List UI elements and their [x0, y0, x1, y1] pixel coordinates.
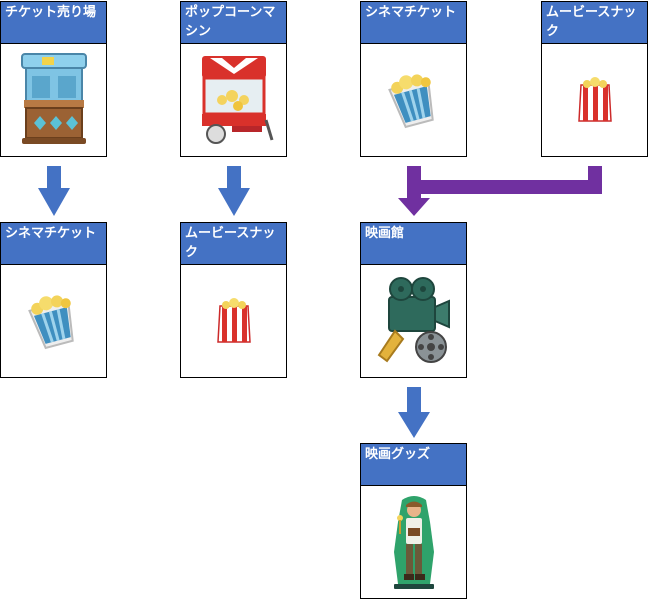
popcorn-machine-icon	[201, 56, 273, 144]
popcorn-bag-icon	[577, 77, 612, 122]
ticket-booth-icon	[20, 53, 87, 144]
node-label: 映画館	[361, 223, 466, 265]
node-cinema-ticket-top: シネマチケット	[360, 1, 467, 157]
node-movie-snack-top: ムービースナック	[541, 1, 648, 157]
node-label: ポップコーンマシン	[181, 2, 286, 44]
node-cinema-ticket: シネマチケット	[0, 222, 107, 378]
node-label: チケット売り場	[1, 2, 106, 44]
node-label: シネマチケット	[361, 2, 466, 44]
node-ticket-booth: チケット売り場	[0, 1, 107, 157]
arrow-merge-to-movie-theater	[398, 166, 602, 216]
popcorn-bucket-icon	[27, 295, 74, 350]
popcorn-bag-icon	[216, 298, 251, 343]
node-label: ムービースナック	[181, 223, 286, 265]
character-figure-icon	[393, 496, 434, 589]
arrow-ticket-booth-to-cinema-ticket	[38, 166, 70, 216]
film-camera-icon	[377, 277, 450, 363]
node-movie-snack: ムービースナック	[180, 222, 287, 378]
arrow-movie-theater-to-movie-goods	[398, 387, 430, 438]
popcorn-bucket-icon	[387, 74, 434, 129]
node-label: ムービースナック	[542, 2, 647, 44]
node-label: シネマチケット	[1, 223, 106, 265]
node-label: 映画グッズ	[361, 444, 466, 486]
arrow-popcorn-machine-to-movie-snack	[218, 166, 250, 216]
node-popcorn-machine: ポップコーンマシン	[180, 1, 287, 157]
node-movie-theater: 映画館	[360, 222, 467, 378]
node-movie-goods: 映画グッズ	[360, 443, 467, 599]
